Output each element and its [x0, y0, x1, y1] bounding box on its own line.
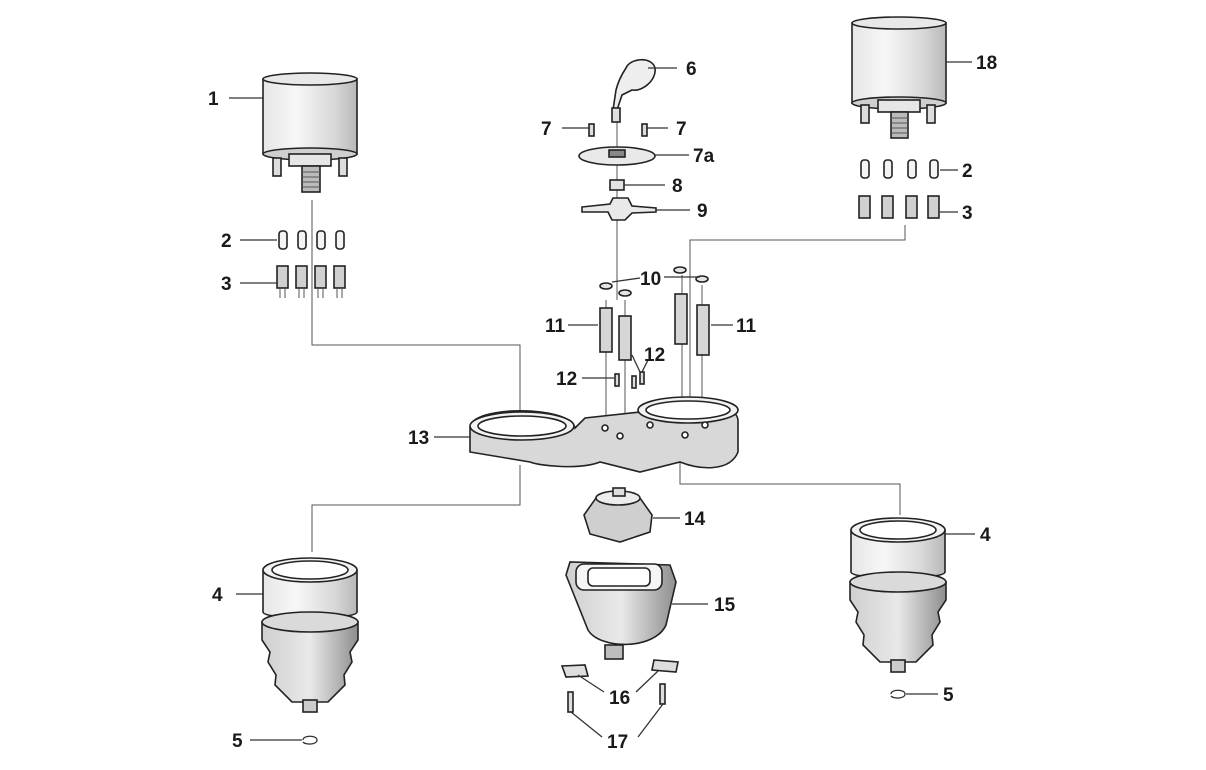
callout-2-left: 2 [221, 231, 232, 252]
callout-6: 6 [686, 59, 697, 80]
circlips [302, 689, 906, 745]
gauge-cup-right [849, 517, 947, 673]
callout-15: 15 [714, 595, 736, 616]
ignition-switch [583, 487, 653, 543]
callout-5-right: 5 [943, 685, 954, 706]
callout-7a: 7a [693, 146, 715, 167]
callout-3-left: 3 [221, 274, 232, 295]
callout-11-right: 11 [736, 316, 757, 337]
ignition-key [611, 58, 656, 123]
gauge-cup-left [261, 557, 359, 713]
callout-12-left: 12 [556, 369, 577, 390]
callout-labels: 1 2 3 6 7 7 7a 8 9 10 11 11 12 12 13 14 … [208, 53, 997, 753]
callout-4-right: 4 [980, 525, 991, 546]
instrument-housing [469, 396, 739, 473]
clips-and-screws [560, 659, 679, 713]
callout-1: 1 [208, 89, 219, 110]
callout-18: 18 [976, 53, 997, 74]
callout-7-left: 7 [541, 119, 552, 140]
gauge-left [262, 72, 358, 193]
callout-4-left: 4 [212, 585, 223, 606]
bulb-set-right [858, 159, 940, 219]
callout-16: 16 [609, 688, 630, 709]
fasteners [599, 266, 710, 389]
callout-2-right: 2 [962, 161, 973, 182]
callout-10: 10 [640, 269, 661, 290]
callout-3-right: 3 [962, 203, 973, 224]
switch-housing-cup [565, 561, 677, 660]
bulb-set-left [276, 230, 346, 298]
callout-9: 9 [697, 201, 708, 222]
callout-13: 13 [408, 428, 429, 449]
callout-7-right: 7 [676, 119, 687, 140]
callout-12-top: 12 [644, 345, 665, 366]
callout-17: 17 [607, 732, 628, 753]
leader-lines [229, 61, 975, 741]
callout-8: 8 [672, 176, 683, 197]
callout-14: 14 [684, 509, 706, 530]
callout-5-left: 5 [232, 731, 243, 752]
switch-mount-parts [578, 123, 657, 221]
gauge-right [851, 16, 947, 139]
callout-11-left: 11 [545, 316, 566, 337]
